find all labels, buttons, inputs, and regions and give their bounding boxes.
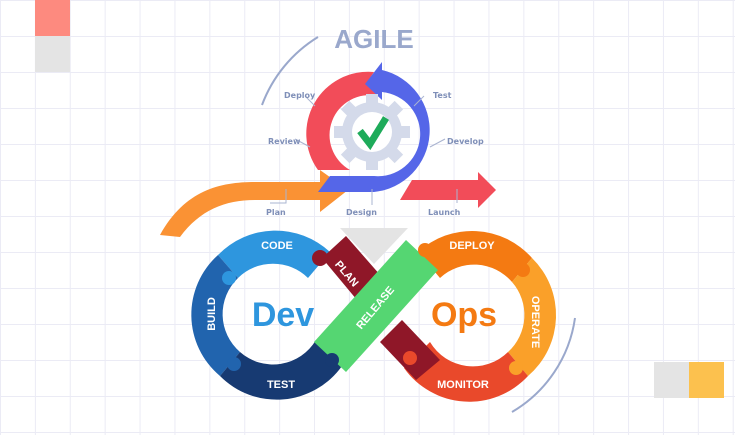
decor-arc-top [261, 36, 319, 106]
segment-release-dark [380, 320, 440, 380]
label-operate: OPERATE [529, 296, 541, 348]
label-test: Test [433, 91, 452, 100]
label-design: Design [346, 208, 377, 217]
ops-ring [404, 230, 557, 402]
agile-cycle [306, 62, 430, 192]
decor-square-salmon [35, 0, 70, 36]
label-monitor: MONITOR [437, 379, 489, 391]
label-code: CODE [261, 240, 293, 252]
segment-release [314, 240, 438, 372]
decor-square-yellow [689, 362, 724, 398]
label-review: Review [268, 137, 301, 146]
decor-square-gray-bottom [654, 362, 689, 398]
label-develop: Develop [447, 137, 484, 146]
segment-deploy [418, 230, 532, 282]
label-deploy-devops: DEPLOY [449, 240, 495, 252]
decor-arc-bottom [511, 317, 576, 413]
funnel-triangle [340, 228, 408, 264]
segment-test [220, 340, 342, 400]
plan-arrow [160, 170, 348, 237]
dev-word: Dev [252, 296, 314, 334]
label-build: BUILD [206, 297, 218, 331]
label-launch: Launch [428, 208, 461, 217]
agile-blue-arc [318, 62, 430, 192]
agile-title: AGILE [334, 24, 413, 54]
dev-ring [191, 230, 342, 400]
launch-arrow [400, 172, 496, 208]
decor-square-gray-top [35, 36, 70, 72]
segment-operate [508, 258, 557, 376]
segment-build [191, 255, 240, 376]
label-test-devops: TEST [267, 379, 295, 391]
label-plan: Plan [266, 208, 286, 217]
agile-red-arc [306, 71, 378, 170]
segment-code [218, 230, 330, 278]
label-leaders [270, 95, 458, 205]
ops-word: Ops [431, 296, 497, 334]
label-deploy: Deploy [284, 91, 316, 100]
check-icon [357, 116, 389, 151]
gear-icon [334, 94, 410, 170]
